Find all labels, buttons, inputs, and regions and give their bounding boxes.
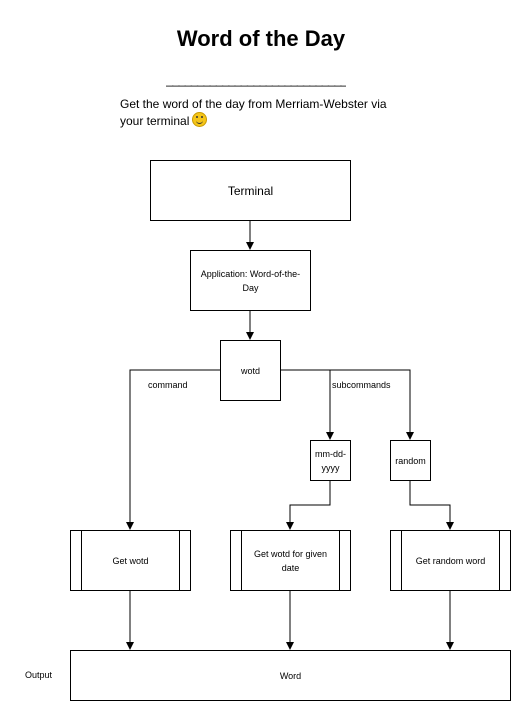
node-wotd: wotd [220, 340, 281, 401]
diagram-title: Word of the Day [176, 26, 346, 51]
node-get-wotd: Get wotd [70, 530, 191, 591]
edge-random-to-getrandom [409, 480, 454, 530]
title-divider: ______________________________ [166, 72, 346, 87]
node-word: Word [70, 650, 511, 701]
node-random: random [390, 440, 431, 481]
description: Get the word of the day from Merriam-Web… [120, 96, 410, 129]
node-application: Application: Word-of-the-Day [190, 250, 311, 311]
node-get-random: Get random word [390, 530, 511, 591]
node-terminal: Terminal [150, 160, 351, 221]
side-label-output: Output [25, 670, 53, 680]
edge-date-to-getdate [286, 480, 331, 530]
smiling-face-icon [192, 112, 208, 127]
edge-command [126, 369, 220, 530]
edge-label-subcommands: subcommands [332, 380, 391, 390]
node-get-wotd-date: Get wotd for given date [230, 530, 351, 591]
node-date-format: mm-dd-yyyy [310, 440, 351, 481]
edge-label-command: command [148, 380, 188, 390]
description-text: Get the word of the day from Merriam-Web… [120, 97, 387, 128]
edge-subcommand-date [280, 369, 334, 440]
